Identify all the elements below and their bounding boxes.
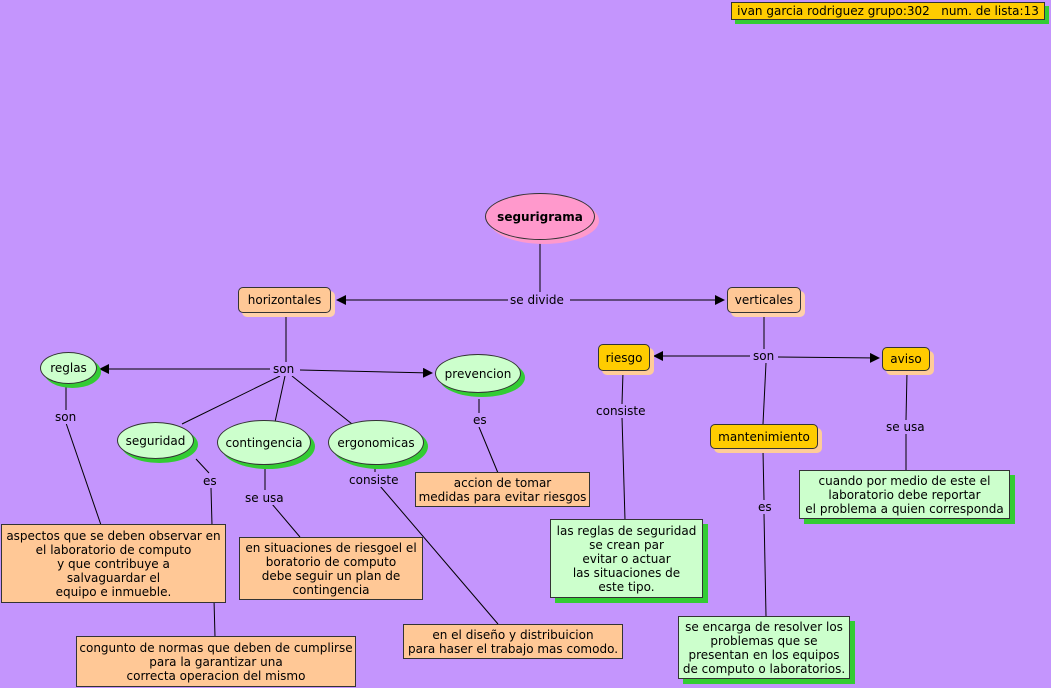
- node-prevencion[interactable]: prevencion: [435, 354, 521, 393]
- label-se-usa-aviso: se usa: [884, 420, 927, 434]
- label-son-horizontales: son: [271, 362, 297, 376]
- box-reglas-seguridad: las reglas de seguridad se crean par evi…: [550, 519, 703, 598]
- box-encarga: se encarga de resolver los problemas que…: [678, 616, 850, 679]
- node-riesgo[interactable]: riesgo: [598, 344, 650, 371]
- line-es-encarga: [763, 513, 767, 617]
- line-riesgo-consiste: [621, 371, 624, 405]
- label-es-seguridad: es: [201, 474, 219, 488]
- box-diseno: en el diseño y distribuicion para haser …: [403, 624, 623, 659]
- line-contingencia: [274, 375, 286, 423]
- box-aspectos: aspectos que se deben observar en el lab…: [1, 524, 226, 603]
- node-contingencia[interactable]: contingencia: [217, 420, 311, 465]
- node-reglas[interactable]: reglas: [40, 352, 97, 384]
- label-se-divide: se divide: [508, 293, 566, 307]
- node-ergonomicas[interactable]: ergonomicas: [328, 420, 424, 465]
- node-segurigrama[interactable]: segurigrama: [485, 193, 595, 240]
- node-aviso[interactable]: aviso: [882, 347, 930, 371]
- line-consiste-diseno: [379, 485, 499, 625]
- box-congunto: congunto de normas que deben de cumplirs…: [76, 636, 356, 687]
- label-es-prevencion: es: [471, 413, 489, 427]
- line-seusa-situaciones: [271, 503, 301, 538]
- label-consiste-ergonomicas: consiste: [347, 473, 401, 487]
- line-mant-es: [762, 450, 765, 501]
- author-header: ivan garcia rodriguez grupo:302 num. de …: [731, 2, 1045, 20]
- line-seg-es: [195, 458, 210, 474]
- label-es-mantenimiento: es: [756, 500, 774, 514]
- label-son-reglas: son: [53, 410, 79, 424]
- label-son-verticales: son: [751, 349, 777, 363]
- arrow-aviso: [777, 352, 880, 363]
- line-aviso-seusa: [905, 371, 908, 421]
- node-horizontales[interactable]: horizontales: [238, 287, 331, 313]
- line-seguridad: [181, 375, 281, 425]
- node-mantenimiento[interactable]: mantenimiento: [710, 424, 818, 449]
- node-seguridad[interactable]: seguridad: [117, 422, 194, 459]
- line-es-accion: [478, 426, 499, 474]
- box-cuando: cuando por medio de este el laboratorio …: [799, 470, 1010, 519]
- line-mantenimiento: [762, 362, 767, 425]
- label-consiste-riesgo: consiste: [594, 404, 648, 418]
- arrow-prevencion: [299, 367, 433, 378]
- line-son-aspectos: [65, 422, 102, 526]
- line-ergonomicas: [291, 375, 353, 425]
- label-se-usa-contingencia: se usa: [243, 491, 286, 505]
- line-consiste-reglas: [621, 416, 626, 521]
- node-verticales[interactable]: verticales: [727, 287, 801, 313]
- box-situaciones: en situaciones de riesgoel el boratorio …: [239, 537, 423, 600]
- box-accion: accion de tomar medidas para evitar ries…: [415, 472, 590, 507]
